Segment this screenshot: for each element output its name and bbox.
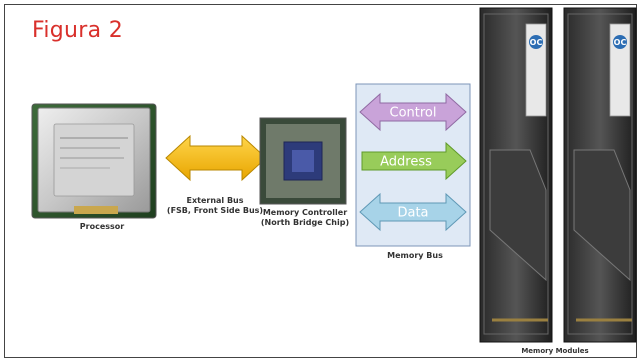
memory-module-2: OC bbox=[563, 7, 637, 343]
address-arrow-label: Address bbox=[380, 155, 432, 170]
control-arrow: Control bbox=[359, 92, 467, 132]
control-arrow-label: Control bbox=[390, 106, 437, 121]
memory-bus-label: Memory Bus bbox=[387, 251, 443, 260]
processor-label: Processor bbox=[79, 222, 125, 231]
memory-module-1: OC bbox=[479, 7, 553, 343]
external-bus-line1: External Bus bbox=[186, 196, 244, 205]
memory-controller-label: Memory Controller (North Bridge Chip) bbox=[250, 208, 360, 228]
data-arrow-label: Data bbox=[397, 206, 428, 221]
fsb-double-arrow bbox=[165, 134, 267, 182]
data-arrow: Data bbox=[359, 192, 467, 232]
external-bus-label: External Bus (FSB, Front Side Bus) bbox=[160, 196, 270, 216]
figure-title: Figura 2 bbox=[32, 18, 123, 43]
memory-controller-line2: (North Bridge Chip) bbox=[260, 218, 350, 227]
processor-chip bbox=[31, 103, 157, 219]
external-bus-line2: (FSB, Front Side Bus) bbox=[166, 206, 264, 215]
address-arrow: Address bbox=[361, 141, 467, 181]
module-2-logo: OC bbox=[614, 38, 627, 47]
memory-controller-line1: Memory Controller bbox=[262, 208, 348, 217]
memory-modules-label: Memory Modules bbox=[521, 347, 589, 355]
module-1-logo: OC bbox=[530, 38, 543, 47]
memory-controller-chip bbox=[259, 117, 347, 205]
